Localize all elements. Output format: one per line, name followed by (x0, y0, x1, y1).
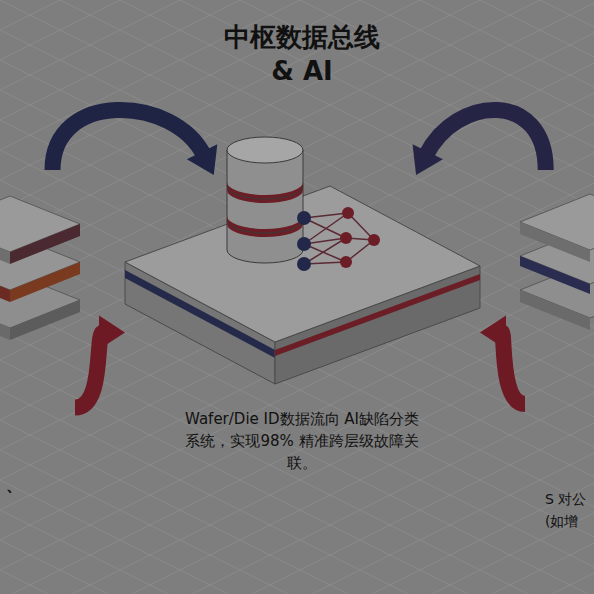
neural-network (297, 207, 380, 271)
arrow-shaft (426, 110, 546, 170)
flow-arrow (75, 316, 125, 408)
arrow-shaft (53, 110, 204, 170)
arrow-shaft (75, 333, 103, 408)
arrowhead (187, 144, 217, 175)
left-layer-group: 、 (0, 170, 75, 500)
partial-label: S 对公 (如增 (545, 488, 587, 532)
flow-arrow (413, 110, 546, 175)
arrowhead (413, 144, 443, 175)
hub-platform (125, 186, 480, 384)
arrowhead (480, 316, 506, 350)
flow-arrow (53, 110, 218, 175)
hub-heading: 中枢数据总线 & AI (212, 20, 392, 88)
arrowhead (99, 316, 125, 350)
left-platform (0, 196, 80, 340)
flow-arrow (480, 316, 525, 405)
right-platform (520, 194, 594, 330)
right-layer-group: S 对公 (如增 (525, 170, 594, 560)
hub-caption: Wafer/Die ID数据流向 AI缺陷分类系统，实现98% 精准跨层级故障关… (182, 408, 422, 474)
database-cylinder (227, 137, 303, 263)
partial-label: 、 (6, 476, 22, 497)
hub-node: 中枢数据总线 & AIWafer/Die ID数据流向 AI缺陷分类系统，实现9… (125, 175, 480, 385)
